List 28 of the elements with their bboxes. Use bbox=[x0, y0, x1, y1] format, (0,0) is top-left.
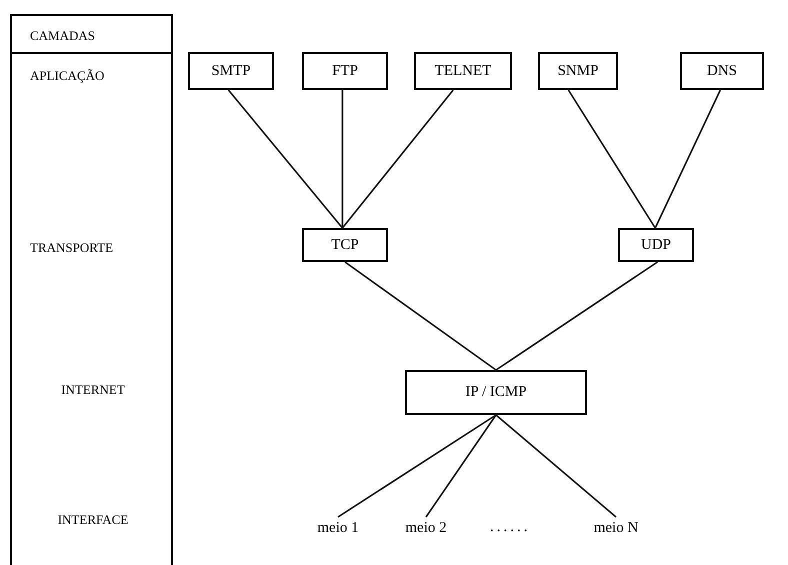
connector-line bbox=[342, 90, 454, 228]
layer-name: TRANSPORTE bbox=[30, 239, 114, 257]
protocol-box: TELNET bbox=[414, 52, 512, 90]
ellipsis-dots: ...... bbox=[490, 518, 530, 537]
connector-line bbox=[338, 414, 496, 518]
protocol-box: UDP bbox=[618, 228, 694, 262]
connector-line bbox=[495, 414, 617, 518]
medium-label: meio 2 bbox=[396, 517, 456, 539]
protocol-box: SMTP bbox=[188, 52, 274, 90]
protocol-box: DNS bbox=[680, 52, 764, 90]
layer-column bbox=[10, 14, 173, 565]
connector-line bbox=[342, 90, 344, 228]
protocol-box: FTP bbox=[302, 52, 388, 90]
protocol-box: IP / ICMP bbox=[405, 370, 587, 415]
column-header: CAMADAS bbox=[30, 27, 96, 45]
layer-name: APLICAÇÃO bbox=[30, 67, 104, 85]
connector-line bbox=[344, 261, 496, 371]
layer-name: INTERNET bbox=[60, 381, 126, 399]
connector-line bbox=[568, 90, 656, 228]
connector-line bbox=[496, 261, 658, 371]
protocol-box: TCP bbox=[302, 228, 388, 262]
medium-label: meio N bbox=[586, 517, 646, 539]
medium-label: meio 1 bbox=[308, 517, 368, 539]
connector-line bbox=[228, 90, 344, 228]
connector-line bbox=[654, 90, 722, 228]
connector-line bbox=[425, 414, 497, 518]
layer-name: INTERFACE bbox=[56, 511, 130, 529]
protocol-box: SNMP bbox=[538, 52, 618, 90]
